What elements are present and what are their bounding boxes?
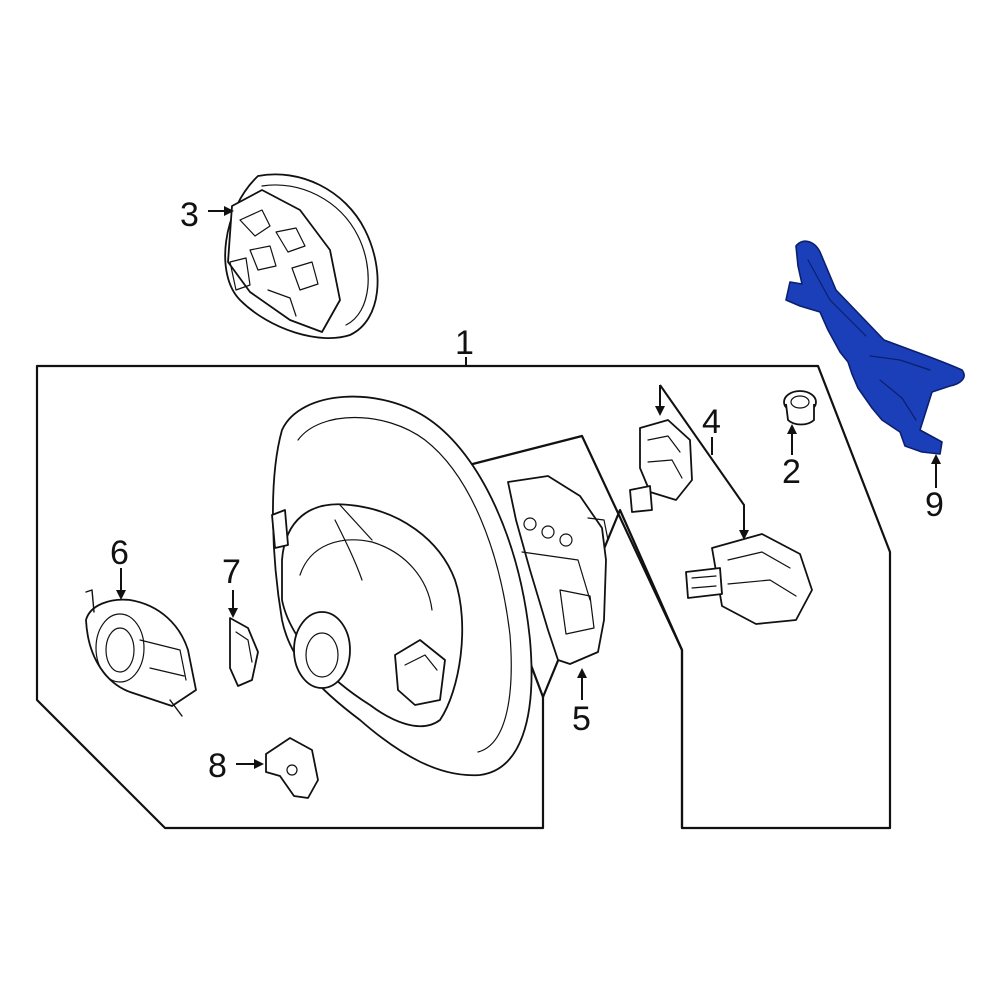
callout-labels: 1 2 3 4 5 6 7 8 9	[110, 196, 944, 785]
callout-7: 7	[222, 553, 241, 591]
callout-2: 2	[782, 453, 801, 491]
clock-spring	[85, 589, 197, 717]
leader-lines	[116, 206, 941, 769]
callout-5: 5	[572, 700, 591, 738]
callout-6: 6	[110, 534, 129, 572]
callout-3: 3	[180, 196, 199, 234]
paddle-part	[265, 737, 319, 799]
callout-8: 8	[208, 747, 227, 785]
highlighted-cover	[785, 240, 965, 455]
callout-1: 1	[455, 324, 474, 362]
switch-panel	[507, 475, 609, 665]
switch-lower	[685, 533, 813, 625]
steering-wheel	[271, 395, 533, 777]
callout-9: 9	[925, 486, 944, 524]
button-part	[229, 617, 259, 687]
callout-4: 4	[702, 403, 721, 441]
airbag-module	[224, 173, 379, 339]
switch-upper	[629, 419, 693, 513]
plug-part	[783, 390, 817, 426]
